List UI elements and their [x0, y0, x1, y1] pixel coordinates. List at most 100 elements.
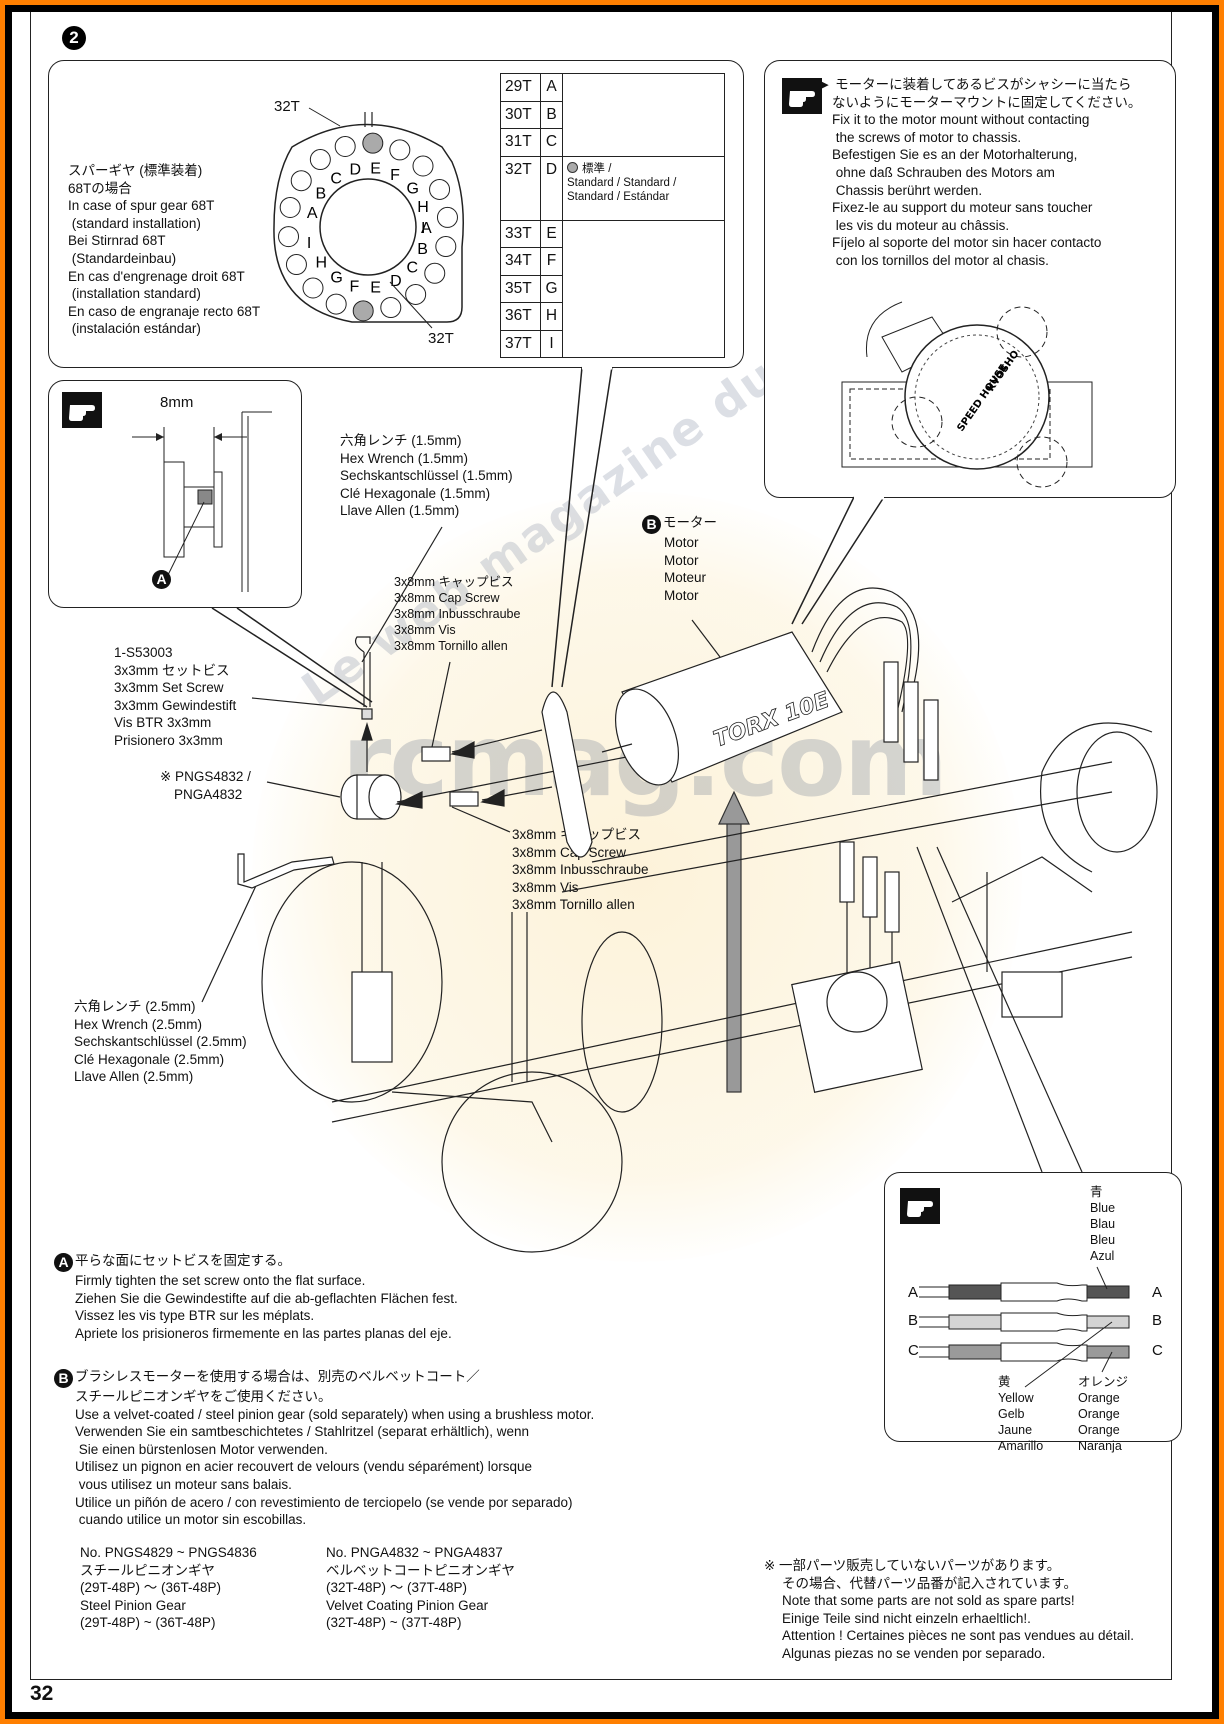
hex-wrench-1-5-label: 六角レンチ (1.5mm) Hex Wrench (1.5mm) Sechska… [340, 432, 513, 520]
note-line: cuando utilice un motor sin escobillas. [75, 1512, 307, 1528]
hole-letter: B [316, 185, 327, 202]
yellow-wire-label: 黄 Yellow Gelb Jaune Amarillo [998, 1374, 1043, 1454]
wire-sleeve-left [948, 1344, 1002, 1360]
cap-screw-bottom-label: 3x8mm キャップビス 3x8mm Cap Screw 3x8mm Inbus… [512, 826, 649, 914]
note-line: Firmly tighten the set screw onto the fl… [75, 1273, 366, 1288]
hole-letter: I [421, 220, 425, 237]
note-line: Vissez les vis type BTR sur les méplats. [75, 1308, 315, 1324]
part-label-line: Prisionero 3x3mm [114, 732, 223, 748]
pinion-detail-drawing [132, 411, 272, 592]
color-label-line: Amarillo [998, 1439, 1044, 1453]
part-label-line: 六角レンチ (2.5mm) [74, 999, 196, 1014]
wire-sleeve-right [1086, 1285, 1130, 1299]
wire-row-label-a-right: A [1152, 1284, 1163, 1301]
part-label-line: Moteur [664, 570, 707, 586]
part-label-line: PNGA4832 [174, 786, 243, 802]
hole-letter: C [330, 170, 342, 187]
gear-teeth-cell: 33T [500, 219, 541, 248]
part-label-line: ※ PNGS4832 / [160, 769, 251, 784]
mount-hole [290, 170, 312, 192]
orange-wire-label: オレンジ Orange Orange Orange Naranja [1078, 1374, 1128, 1454]
pinion-part-label: ※ PNGS4832 / PNGA4832 [160, 768, 251, 803]
spur-gear-jp-2: 68Tの場合 [68, 180, 132, 196]
pointing-hand-icon [900, 1188, 940, 1224]
wire-row-label-b-right: B [1152, 1312, 1163, 1329]
wire-row-label-b-left: B [908, 1312, 919, 1329]
marker-b-badge: B [54, 1369, 73, 1388]
pinion-option-line: (32T-48P) ～ (37T-48P) [326, 1580, 468, 1596]
pinion-option-line: Steel Pinion Gear [80, 1597, 186, 1613]
wire-sleeve-left [948, 1284, 1002, 1300]
pinion-option-steel: No. PNGS4829 ~ PNGS4836 スチールピニオンギヤ (29T-… [80, 1544, 257, 1632]
part-label-line: Sechskantschlüssel (2.5mm) [74, 1034, 247, 1050]
spur-gear-line: In case of spur gear 68T [68, 198, 215, 214]
motor-mount-line: ohne daß Schrauben des Motors am [832, 164, 1055, 180]
motor-mount-line: con los tornillos del motor al chasis. [832, 252, 1049, 268]
standard-hole [362, 132, 384, 154]
color-label-line: Naranja [1078, 1439, 1122, 1453]
wire-row-label-c-left: C [908, 1342, 919, 1359]
page-inner-border [30, 12, 1172, 1680]
gear-position-cell: H [540, 302, 563, 331]
mount-hole [405, 283, 427, 305]
triangle-bullet-icon: ► [818, 77, 836, 92]
color-label-line: Orange [1078, 1423, 1120, 1437]
part-label-line: 3x8mm Tornillo allen [512, 897, 635, 913]
motor-mount-line: the screws of motor to chassis. [832, 129, 1022, 145]
mount-hole [380, 297, 402, 319]
mount-hole [389, 139, 411, 161]
wire-heatshrink [1000, 1282, 1088, 1302]
motor-endbell-illustration: KYOSHO SPEED HOUSE [841, 301, 1093, 488]
color-label-line: 青 [1090, 1185, 1103, 1199]
part-label-line: 3x8mm Inbusschraube [394, 607, 521, 621]
pinion-dimension-label: 8mm [160, 394, 194, 411]
wire-heatshrink [1000, 1312, 1088, 1332]
marker-a-badge: A [54, 1253, 73, 1272]
wire-sleeve-left [948, 1314, 1002, 1330]
standard-dot-icon [567, 161, 578, 173]
part-label-line: Clé Hexagonale (2.5mm) [74, 1051, 225, 1067]
spur-gear-line: En cas d'engrenage droit 68T [68, 268, 245, 284]
motor-mount-line: Fíjelo al soporte del motor sin hacer co… [832, 235, 1102, 251]
blue-wire-label: 青 Blue Blau Bleu Azul [1090, 1184, 1115, 1264]
assembly-illustration: TORX 10E [201, 526, 1158, 1253]
motor-note-callout-tail [551, 366, 885, 688]
spare-note-jp-2: その場合、代替パーツ品番が記入されています。 [782, 1575, 1077, 1591]
mount-hole [325, 293, 347, 315]
note-line: Verwenden Sie ein samtbeschichtetes / St… [75, 1424, 529, 1440]
pinion-option-line: (32T-48P) ~ (37T-48P) [326, 1615, 462, 1631]
part-label-line: 1-S53003 [114, 645, 173, 660]
mount-hole [436, 206, 458, 228]
pointing-hand-icon [782, 78, 822, 114]
spur-gear-line: En caso de engranaje recto 68T [68, 303, 261, 319]
wire-heatshrink [1000, 1342, 1088, 1362]
color-label-line: Bleu [1090, 1233, 1116, 1247]
motor-mount-line: Chassis berührt werden. [832, 182, 983, 198]
callout-leaders [308, 107, 433, 329]
note-line: vous utilisez un moteur sans balais. [75, 1476, 292, 1492]
part-label-line: 3x8mm Cap Screw [394, 591, 500, 605]
spur-gear-line: (standard installation) [68, 215, 201, 231]
wire-row-label-a-left: A [908, 1284, 919, 1301]
mount-hole [278, 226, 300, 248]
mount-hole [302, 277, 324, 299]
part-label-line: 3x8mm Tornillo allen [394, 639, 508, 653]
part-label-line: 六角レンチ (1.5mm) [340, 433, 462, 448]
pinion-option-line: (29T-48P) ～ (36T-48P) [80, 1580, 222, 1596]
mount-hole [334, 135, 356, 157]
spare-parts-note: ※ 一部パーツ販売していないパーツがあります。 その場合、代替パーツ品番が記入さ… [764, 1557, 1134, 1663]
spur-gear-line: Bei Stirnrad 68T [68, 233, 166, 249]
mount-hole [412, 155, 434, 177]
part-label-line: 3x3mm セットビス [114, 662, 230, 678]
color-label-line: Orange [1078, 1391, 1120, 1405]
spare-note-line: Einige Teile sind nicht einzeln erhaeltl… [782, 1610, 1031, 1626]
pinion-option-velvet: No. PNGA4832 ~ PNGA4837 ベルベットコートピニオンギヤ (… [326, 1544, 515, 1632]
part-label-line: Vis BTR 3x3mm [114, 715, 212, 731]
pinion-option-line: ベルベットコートピニオンギヤ [326, 1562, 515, 1578]
spur-gear-description: スパーギヤ (標準装着) 68Tの場合 In case of spur gear… [68, 162, 260, 338]
